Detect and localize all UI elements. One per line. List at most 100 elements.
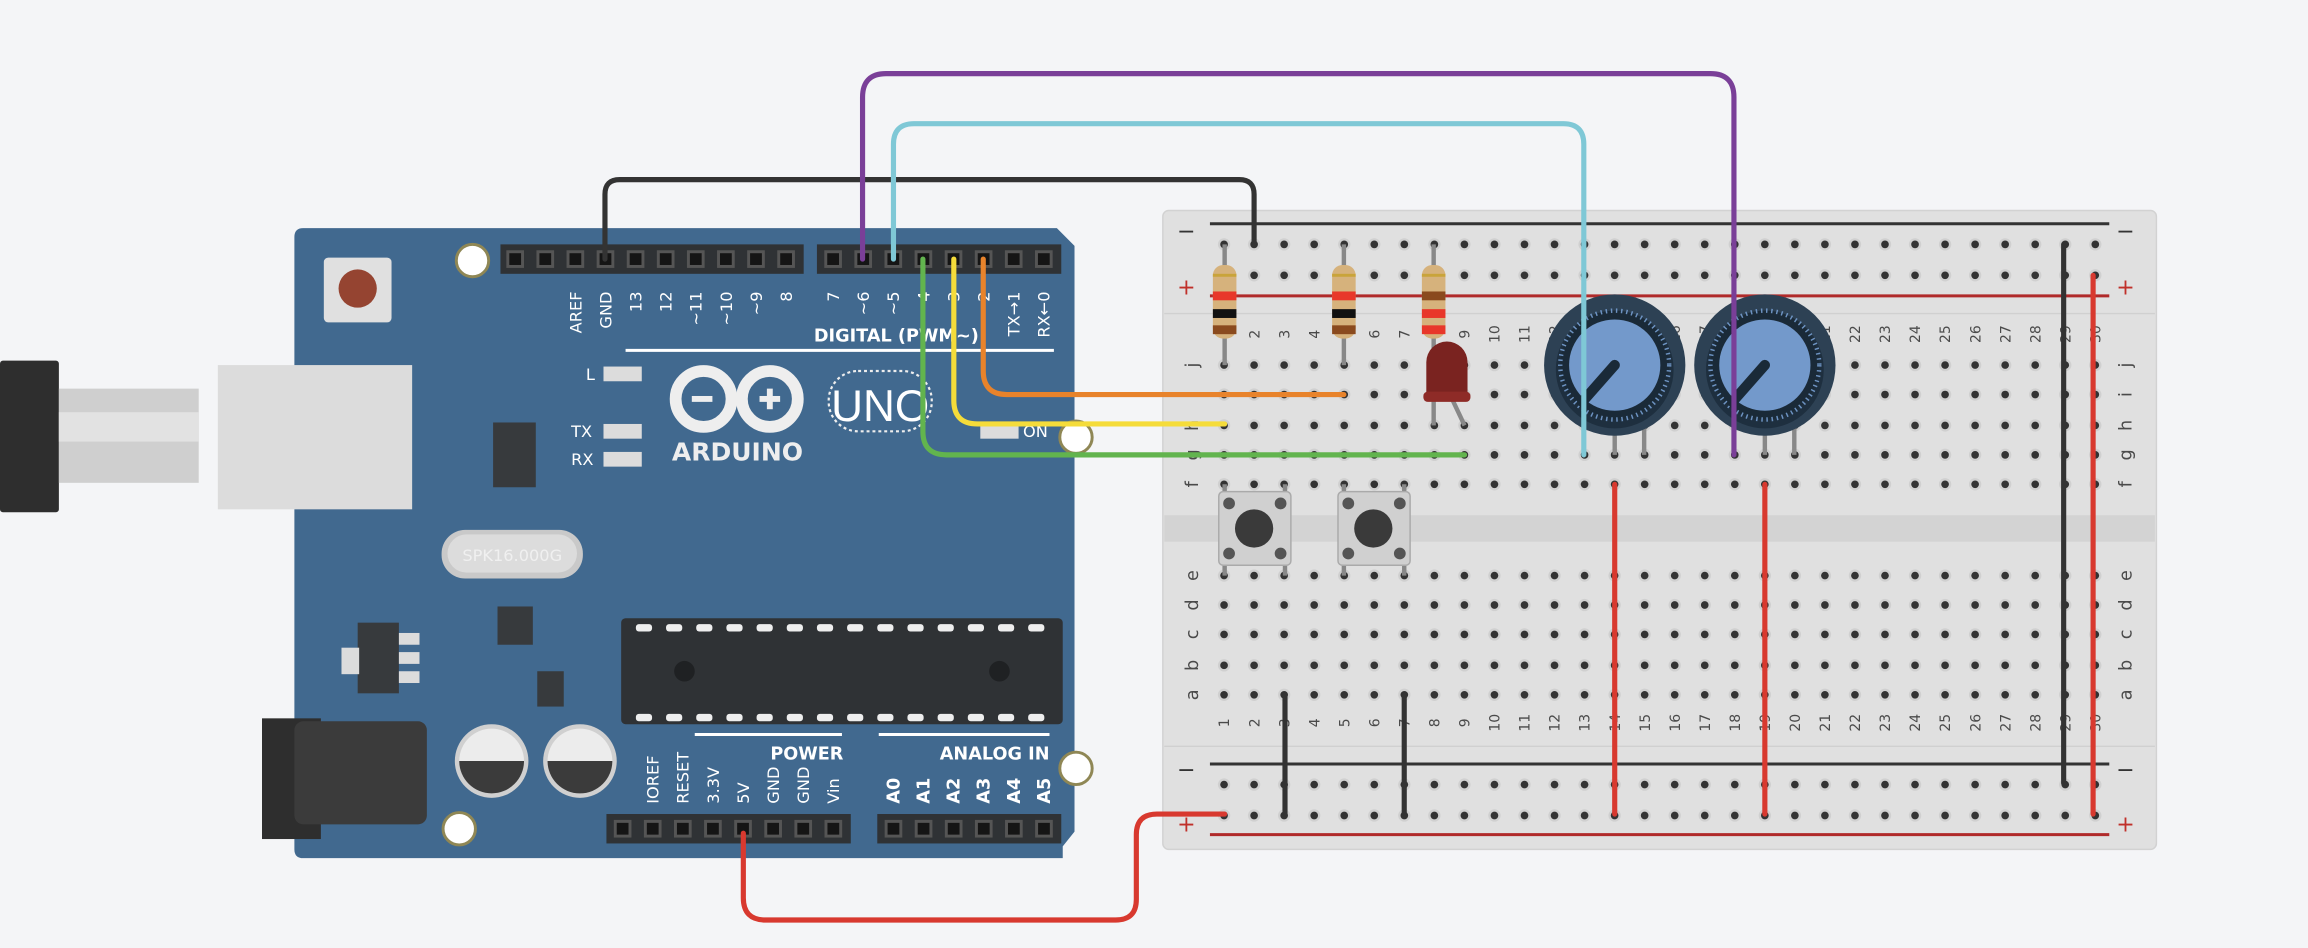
row-letter: c xyxy=(2116,630,2136,640)
atmega-chip xyxy=(621,618,1063,725)
column-number: 15 xyxy=(1638,714,1654,732)
arduino-uno-board[interactable]: SPK16.000G DIGITAL (PW xyxy=(217,228,1094,859)
resistor[interactable] xyxy=(1332,244,1356,366)
column-number: 2 xyxy=(1247,718,1263,727)
rail-minus-label: − xyxy=(1177,219,1196,244)
column-number: 25 xyxy=(1938,325,1954,343)
column-number: 2 xyxy=(1247,330,1263,339)
row-letter: b xyxy=(2116,660,2136,671)
column-number: 6 xyxy=(1367,718,1383,727)
column-number: 12 xyxy=(1548,714,1564,732)
column-number: 16 xyxy=(1668,714,1684,732)
mounting-hole xyxy=(454,242,491,279)
rail-plus-label: + xyxy=(2116,275,2135,300)
row-letter: f xyxy=(2116,480,2136,487)
led-on: ON xyxy=(980,422,1048,441)
usb-port xyxy=(217,365,413,510)
svg-text:ON: ON xyxy=(1023,422,1048,441)
brand-text: ARDUINO xyxy=(672,438,803,467)
led-l: L xyxy=(586,365,642,384)
pin-label: GND xyxy=(794,767,813,804)
row-letter: c xyxy=(1183,630,1203,640)
uno-badge: UNO xyxy=(827,369,933,433)
pin-label: AREF xyxy=(566,291,585,333)
column-number: 4 xyxy=(1307,718,1323,727)
row-letter: a xyxy=(2116,689,2136,700)
rail-plus-label: + xyxy=(2116,813,2135,838)
mounting-hole xyxy=(1058,750,1094,787)
wire-pin6-purple[interactable] xyxy=(859,71,1737,458)
red-led[interactable] xyxy=(1423,341,1471,427)
column-number: 11 xyxy=(1518,714,1534,732)
row-letter: h xyxy=(2116,420,2136,431)
resistor[interactable] xyxy=(1212,244,1237,366)
pin-label: 5V xyxy=(734,782,753,803)
led-rx: RX xyxy=(571,450,642,469)
voltage-regulator xyxy=(341,622,420,694)
column-number: 9 xyxy=(1458,330,1474,339)
svg-text:TX: TX xyxy=(570,422,592,441)
center-channel xyxy=(1164,515,2155,542)
reset-button[interactable] xyxy=(323,257,392,323)
analog-in-label: ANALOG IN xyxy=(940,745,1050,765)
pin-label: A5 xyxy=(1035,778,1055,804)
pin-label: 12 xyxy=(657,291,676,312)
header-digital-right xyxy=(816,244,1062,274)
column-number: 6 xyxy=(1367,330,1383,339)
column-number: 11 xyxy=(1518,325,1534,343)
rail-minus-label: − xyxy=(2116,219,2135,244)
row-letter: i xyxy=(2116,392,2136,397)
row-letter: j xyxy=(1183,363,1203,369)
wire-5v-red[interactable] xyxy=(740,811,1228,923)
digital-pwm-label: DIGITAL (PWM~) xyxy=(814,327,979,347)
resistor[interactable] xyxy=(1421,244,1446,366)
wire-pin5-cyan[interactable] xyxy=(890,121,1587,458)
rail-minus-label: − xyxy=(1177,758,1196,783)
rail-plus-label: + xyxy=(1177,813,1196,838)
column-number: 8 xyxy=(1428,718,1444,727)
push-button[interactable] xyxy=(1337,484,1411,576)
usb-cable[interactable] xyxy=(0,360,199,513)
pin-label: ~5 xyxy=(884,291,903,315)
pin-label: 8 xyxy=(777,291,796,301)
capacitor xyxy=(454,724,529,798)
pin-label: 13 xyxy=(626,291,645,312)
pin-label: TX→1 xyxy=(1005,291,1024,337)
column-number: 29 xyxy=(2058,714,2074,732)
column-number: 28 xyxy=(2028,325,2044,343)
row-letter: d xyxy=(1183,599,1203,610)
column-number: 24 xyxy=(1908,325,1924,343)
row-letter: f xyxy=(1183,480,1203,487)
wire-pin2-orange[interactable] xyxy=(980,256,1347,398)
column-number: 17 xyxy=(1698,714,1714,732)
breadboard[interactable]: − + − + − + − + 112233445566778899101011… xyxy=(1162,209,2158,851)
header-analog xyxy=(877,814,1062,844)
dc-power-jack[interactable] xyxy=(262,718,427,840)
capacitor xyxy=(543,724,617,798)
push-button[interactable] xyxy=(1218,484,1292,576)
wire-pin3-yellow[interactable] xyxy=(951,256,1228,427)
column-number: 26 xyxy=(1968,714,1984,732)
column-number: 23 xyxy=(1878,325,1894,343)
column-number: 18 xyxy=(1728,714,1744,732)
usb-chip xyxy=(493,422,536,488)
column-number: 9 xyxy=(1458,718,1474,727)
power-label: POWER xyxy=(770,745,843,765)
pin-label: GND xyxy=(596,291,615,328)
wire-pin4-green[interactable] xyxy=(920,256,1468,458)
column-number: 4 xyxy=(1307,330,1323,339)
column-number: 26 xyxy=(1968,325,1984,343)
pin-label: IOREF xyxy=(644,755,663,803)
transistor xyxy=(537,671,564,707)
small-chip xyxy=(497,606,533,645)
row-letter: e xyxy=(2116,570,2136,581)
pin-label: A1 xyxy=(914,778,934,804)
column-number: 7 xyxy=(1397,330,1413,339)
column-number: 20 xyxy=(1788,714,1804,732)
pin-label: ~9 xyxy=(747,291,766,315)
column-number: 13 xyxy=(1578,714,1594,732)
pin-label: RESET xyxy=(674,752,693,804)
row-letter: a xyxy=(1183,689,1203,700)
wire-gnd-black[interactable] xyxy=(602,177,1257,262)
